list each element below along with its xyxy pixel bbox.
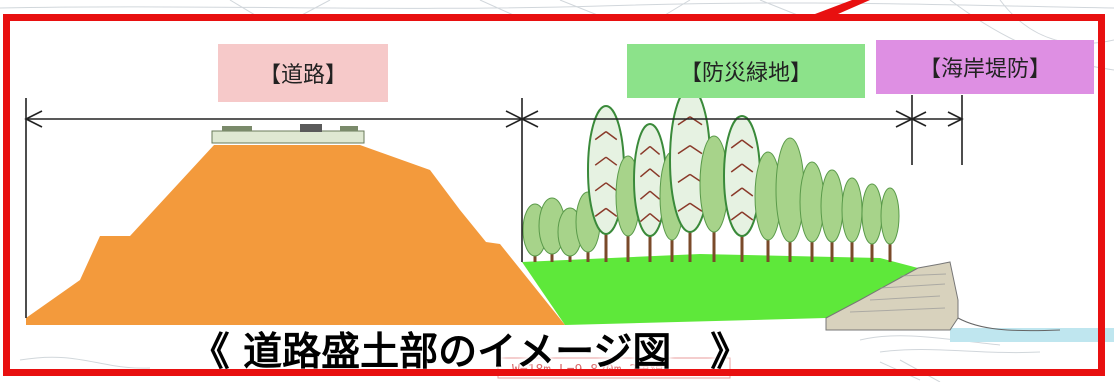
seawall-label: 【海岸堤防】 bbox=[876, 40, 1094, 94]
road-label: 【道路】 bbox=[218, 44, 388, 102]
tree bbox=[723, 115, 761, 262]
diagram-caption: 《 道路盛土部のイメージ図 》 bbox=[190, 330, 750, 375]
grass-mound bbox=[522, 254, 918, 325]
tree-group bbox=[522, 87, 900, 262]
tree bbox=[799, 161, 825, 262]
background-plan-box bbox=[497, 357, 731, 379]
tree bbox=[699, 135, 729, 262]
seawall-blocks bbox=[849, 273, 947, 313]
tree bbox=[820, 169, 844, 262]
tree bbox=[880, 187, 900, 262]
tree bbox=[861, 183, 883, 262]
red-accent bbox=[815, 0, 870, 14]
road-embankment bbox=[26, 145, 565, 325]
tree bbox=[841, 177, 863, 262]
road-surface bbox=[211, 130, 365, 144]
dimension-lines bbox=[24, 95, 964, 318]
seawall-structure bbox=[825, 261, 959, 331]
green-buffer-label: 【防災緑地】 bbox=[627, 44, 865, 98]
water-area bbox=[950, 328, 1114, 342]
